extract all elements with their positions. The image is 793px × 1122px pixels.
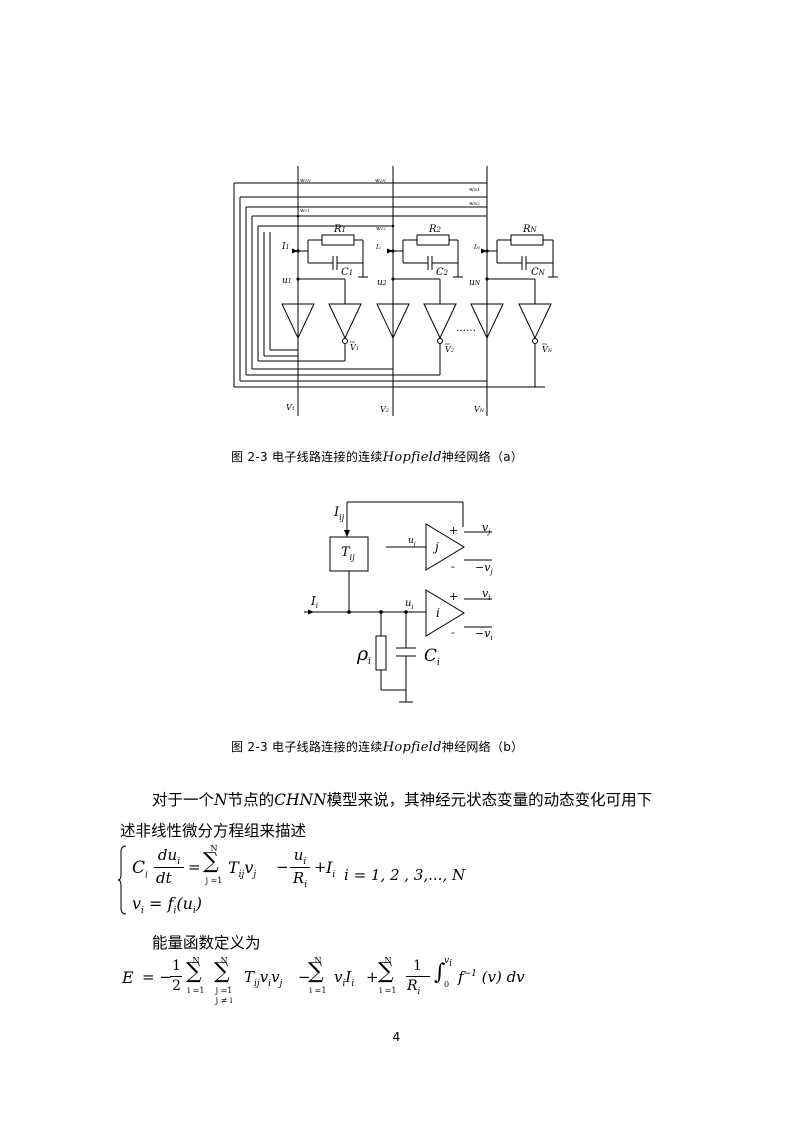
svg-text:R1: R1 xyxy=(333,224,346,235)
paragraph-intro-line2: 述非线性微分方程组来描述 xyxy=(120,822,307,840)
label-v2: V xyxy=(380,405,387,414)
svg-text:u2: u2 xyxy=(377,278,387,288)
svg-text:wN1: wN1 xyxy=(469,187,480,193)
svg-text:−vi: −vi xyxy=(475,627,493,642)
label-i: i xyxy=(436,606,440,620)
svg-text:vi: vi xyxy=(482,587,490,602)
circuit-diagram-b: Iij Tij uj j vj −vj Ii ui i vi −vi ρi Ci… xyxy=(304,501,493,703)
left-brace xyxy=(118,845,127,915)
energy-equation: E = − 1 2 N ∑ i =1 N ∑ j =1 j ≠ i Tijviv… xyxy=(122,956,525,1005)
label-w12: w xyxy=(376,226,381,232)
svg-text:R2: R2 xyxy=(428,224,442,235)
svg-text:−vj: −vj xyxy=(475,561,493,576)
label-iij: I xyxy=(333,505,340,520)
label-neg-vi: −v xyxy=(475,627,491,640)
label-u1: u xyxy=(282,276,288,286)
label-cn: C xyxy=(531,267,539,278)
figure-b-caption: 图 2-3 电子线路连接的连续Hopfield神经网络（b） xyxy=(231,740,524,755)
svg-text:VN: VN xyxy=(474,405,485,414)
ellipsis-dots: …… xyxy=(456,323,476,334)
label-un: u xyxy=(469,278,475,288)
svg-text:vj: vj xyxy=(482,521,491,536)
svg-text:w12: w12 xyxy=(376,226,386,232)
svg-text:Ci: Ci xyxy=(424,646,440,668)
figure-a-caption: 图 2-3 电子线路连接的连续Hopfield神经网络（a） xyxy=(231,450,524,465)
label-vi: v xyxy=(482,587,489,600)
label-ii: I xyxy=(310,594,316,608)
label-c2: C xyxy=(436,267,444,278)
svg-text:ui: ui xyxy=(405,598,413,611)
svg-text:V2: V2 xyxy=(445,345,454,354)
amp-i-minus: - xyxy=(451,626,455,639)
svg-text:V2: V2 xyxy=(380,405,389,414)
paragraph-intro-line1: 对于一个N节点的CHNN模型来说，其神经元状态变量的动态变化可用下 xyxy=(152,791,653,809)
svg-text:RN: RN xyxy=(522,224,538,235)
label-ui: u xyxy=(405,598,411,609)
label-rn: R xyxy=(522,224,531,235)
label-vbarn: V xyxy=(542,345,549,354)
label-r2: R xyxy=(428,224,437,235)
label-i2: I xyxy=(375,244,379,251)
label-u2: u xyxy=(377,278,383,288)
svg-text:Tij: Tij xyxy=(341,545,355,562)
label-neg-vj: −v xyxy=(475,561,491,574)
page-number: 4 xyxy=(392,1030,401,1044)
label-i1: I xyxy=(281,242,286,252)
label-w21: w xyxy=(300,208,305,214)
svg-text:V1: V1 xyxy=(350,343,359,352)
svg-text:wN2: wN2 xyxy=(469,201,480,207)
svg-text:uN: uN xyxy=(469,278,481,288)
label-uj: u xyxy=(408,536,414,546)
svg-text:C2: C2 xyxy=(436,267,449,278)
label-vbar2: V xyxy=(445,345,452,354)
paragraph-energy: 能量函数定义为 xyxy=(152,934,261,952)
label-wn2: w xyxy=(469,201,474,207)
amp-j-plus: + xyxy=(449,524,458,537)
label-j: j xyxy=(432,540,439,554)
svg-text:CN: CN xyxy=(531,267,546,278)
svg-text:I2: I2 xyxy=(375,244,381,251)
label-c1: C xyxy=(341,267,349,278)
label-vbar1: V xyxy=(350,343,357,352)
svg-text:w2N: w2N xyxy=(375,178,386,184)
equation-system: Ci dui dt = N ∑ j =1 Tijvj − ui Ri + Ii … xyxy=(118,844,465,916)
svg-text:w1N: w1N xyxy=(300,178,311,184)
label-vn: V xyxy=(474,405,481,414)
label-v1: V xyxy=(286,403,293,412)
label-wn1: w xyxy=(469,187,474,193)
svg-text:Ii: Ii xyxy=(310,594,318,610)
circuit-diagram-a: w1N w2N wN1 wN2 w21 w12 R1 R2 RN C1 C2 C… xyxy=(233,166,558,416)
svg-text:u1: u1 xyxy=(282,276,292,286)
label-in: I xyxy=(473,244,477,251)
svg-text:IN: IN xyxy=(473,244,480,251)
amp-i-plus: + xyxy=(449,590,458,603)
svg-text:C1: C1 xyxy=(341,267,353,278)
label-w2n: w xyxy=(375,178,380,184)
svg-text:I1: I1 xyxy=(281,242,289,252)
label-tij: T xyxy=(341,545,351,560)
svg-text:uj: uj xyxy=(408,536,416,548)
label-rho: ρ xyxy=(356,643,369,665)
label-w1n: w xyxy=(300,178,305,184)
svg-text:VN: VN xyxy=(542,345,553,354)
svg-text:V1: V1 xyxy=(286,403,295,412)
label-r1: R xyxy=(333,224,342,235)
label-vj: v xyxy=(482,521,489,534)
svg-text:w21: w21 xyxy=(300,208,310,214)
amp-j-minus: - xyxy=(451,560,455,573)
label-ci: C xyxy=(424,646,437,666)
svg-text:Iij: Iij xyxy=(333,505,345,522)
svg-text:ρi: ρi xyxy=(356,643,371,667)
